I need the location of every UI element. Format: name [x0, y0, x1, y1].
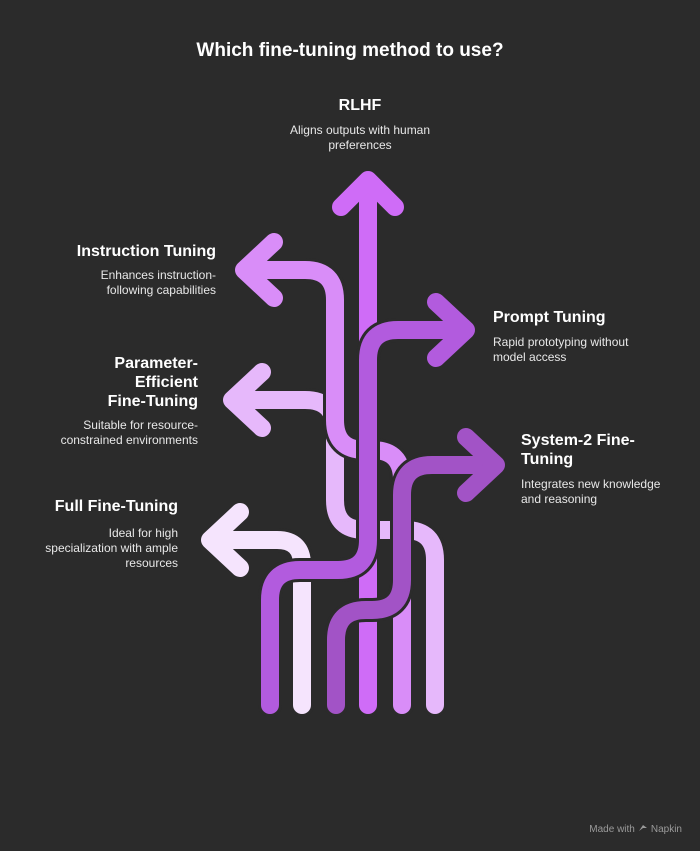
napkin-logo-icon	[638, 823, 648, 836]
made-with-label: Made with	[589, 824, 635, 835]
napkin-watermark: Made with Napkin	[589, 823, 682, 836]
system2-description: Integrates new knowledge and reasoning	[521, 477, 661, 506]
instruction-tuning-title: Instruction Tuning	[76, 243, 216, 260]
full-fine-tuning-description: Ideal for high specialization with ample…	[45, 526, 178, 570]
arrow-instruction-tuning	[235, 233, 414, 717]
napkin-brand: Napkin	[650, 824, 682, 835]
peft-description: Suitable for resource-constrained enviro…	[60, 418, 198, 447]
diagram-title: Which fine-tuning method to use?	[196, 40, 504, 61]
prompt-tuning-title: Prompt Tuning	[493, 309, 606, 326]
arrow-prompt-tuning	[258, 293, 475, 717]
peft-title: Parameter-Efficient Fine-Tuning	[107, 355, 198, 410]
full-fine-tuning-title: Full Fine-Tuning	[54, 498, 178, 515]
rlhf-description: Aligns outputs with human preferences	[289, 123, 431, 152]
prompt-tuning-description: Rapid prototyping without model access	[493, 335, 629, 364]
rlhf-title: RLHF	[338, 97, 382, 114]
instruction-tuning-description: Enhances instruction-following capabilit…	[100, 268, 216, 297]
system2-title: System-2 Fine-Tuning	[521, 432, 635, 468]
arrow-system2-fine-tuning	[324, 428, 505, 717]
arrow-full-fine-tuning	[201, 503, 314, 717]
